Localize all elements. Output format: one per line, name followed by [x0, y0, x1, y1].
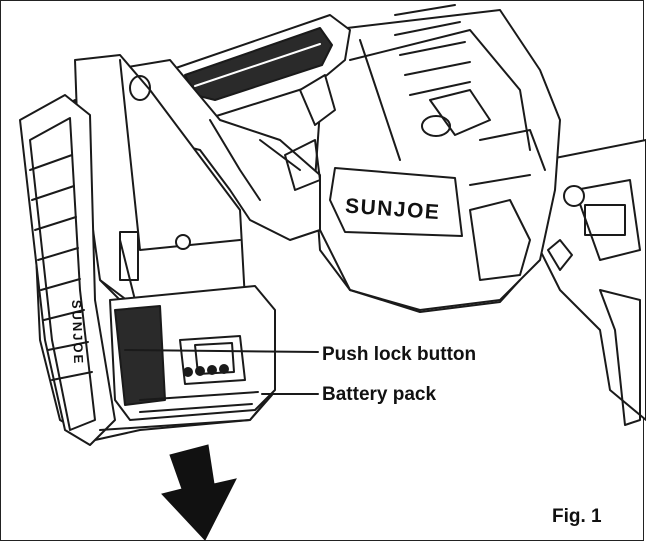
shoe-slot [584, 204, 626, 236]
indicator-dot [183, 367, 193, 377]
blade-shoe-detail [574, 179, 641, 261]
indicator-dot [207, 365, 217, 375]
blade-shoe [539, 139, 646, 421]
battery-brand-logo: SUNJOE [69, 300, 86, 366]
battery-side-band [19, 94, 116, 446]
indicator-dot [195, 366, 205, 376]
leader-push-lock [124, 349, 319, 353]
label-battery-pack: Battery pack [322, 384, 437, 405]
brand-panel [329, 167, 463, 237]
figure-caption: Fig. 1 [552, 506, 602, 527]
shoe-pin [563, 185, 585, 207]
mount-screw [175, 234, 191, 250]
down-arrow-icon [161, 444, 237, 541]
label-push-lock-button: Push lock button [322, 344, 477, 365]
trigger [299, 74, 336, 126]
indicator-dot [219, 364, 229, 374]
